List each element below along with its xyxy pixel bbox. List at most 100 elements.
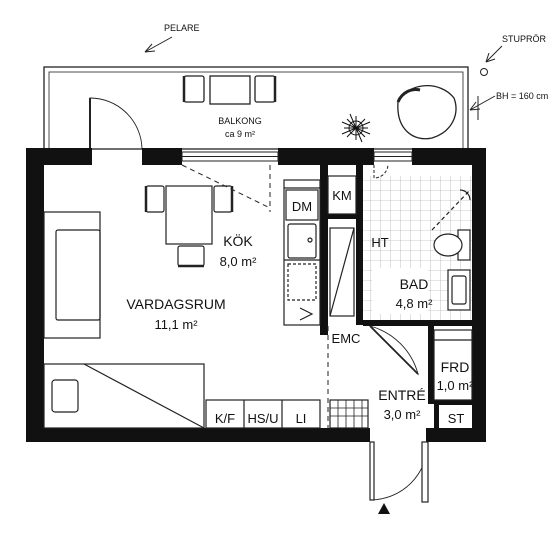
laundry-area — [327, 175, 357, 317]
balcony-table — [209, 75, 251, 105]
lounge-chair-shape — [397, 85, 457, 140]
entrance — [205, 325, 429, 503]
linen-label: LI — [296, 411, 307, 426]
wall-right — [472, 148, 486, 442]
window-swing-dashed — [181, 164, 271, 209]
kitchen-area: 8,0 m² — [220, 254, 258, 269]
front-door-swing — [369, 441, 429, 501]
living-area: 11,1 m² — [154, 317, 198, 332]
counter-end-cut — [299, 307, 314, 321]
hall-door-swing — [369, 325, 419, 376]
bed-blanket-fold — [83, 363, 205, 429]
wall-bottom-right — [426, 428, 486, 442]
wardrobe-label: HS/U — [247, 411, 278, 426]
balcony-slab-edge — [48, 71, 464, 150]
bathroom-door-swing — [373, 164, 389, 179]
living-room-furniture — [43, 165, 271, 429]
railing-height-label: BH = 160 cm — [496, 91, 548, 101]
entrance-area: 3,0 m² — [384, 407, 422, 422]
kitchen-furniture — [144, 164, 321, 326]
balcony — [43, 66, 488, 150]
sofa — [43, 211, 101, 339]
wall-top-right — [412, 148, 486, 165]
wall-bath-left — [356, 165, 363, 325]
exterior-walls — [26, 148, 486, 442]
pillar-arrow-head — [144, 43, 156, 53]
pillar-arrow — [144, 36, 173, 53]
railing-arrow — [469, 95, 496, 111]
living-name: VARDAGSRUM — [126, 296, 225, 312]
wall-stub-entry — [320, 325, 328, 335]
shoe-rack — [329, 399, 369, 429]
balcony-name: BALKONG — [218, 116, 262, 126]
storage-label: ST — [448, 411, 465, 426]
dishwasher-box — [285, 189, 319, 221]
kitchen-name: KÖK — [223, 232, 253, 249]
closet-inner — [433, 329, 473, 401]
stove — [287, 263, 317, 301]
balcony-lounge-chair — [396, 85, 457, 140]
chair-right — [213, 185, 233, 213]
sofa-seat — [55, 229, 101, 321]
interior-walls — [320, 165, 472, 428]
chair-bottom — [177, 245, 205, 267]
bathroom-name: BAD — [400, 276, 429, 292]
hall-door-leaf — [369, 325, 419, 375]
washer-label: KM — [332, 188, 352, 203]
wall-top-mid — [142, 148, 182, 165]
labels: PELARE STUPRÖR BH = 160 cm BALKONG ca 9 … — [126, 23, 548, 426]
balcony-area: ca 9 m² — [225, 129, 255, 139]
bathroom — [363, 164, 472, 320]
bathroom-shower-clear — [372, 268, 428, 314]
front-door-leaf — [369, 441, 375, 501]
wall-km-bottom — [328, 214, 356, 219]
downpipe-arrow-head — [485, 52, 496, 63]
drying-cabinet-label: HT — [371, 235, 388, 250]
annotation-arrows — [144, 36, 503, 120]
fridge-freezer-label: K/F — [215, 411, 235, 426]
washer-box — [327, 175, 357, 215]
balcony-outline — [43, 66, 469, 150]
downpipe-arrow — [485, 45, 503, 63]
downpipe-icon — [480, 68, 488, 76]
wall-bath-bottom — [363, 320, 472, 326]
balcony-chair-left — [183, 75, 205, 103]
balcony-chair-right — [254, 75, 276, 103]
wall-closet-left — [428, 326, 434, 404]
sink — [287, 223, 317, 259]
bathroom-area: 4,8 m² — [396, 296, 434, 311]
chair-left — [145, 185, 165, 213]
entrance-name: ENTRÉ — [378, 387, 425, 403]
wardrobe-row — [205, 399, 321, 429]
dishwasher-label: DM — [292, 199, 312, 214]
sink-drain — [307, 237, 313, 243]
downpipe-label: STUPRÖR — [502, 34, 547, 44]
balcony-door-swing — [89, 97, 143, 150]
bath-sink-basin — [451, 275, 467, 305]
toilet-bowl — [433, 233, 463, 257]
door-balcony-opening — [92, 152, 142, 161]
bed-pillow — [51, 379, 79, 413]
lounge-chair-back — [396, 88, 421, 103]
closet-name: FRD — [441, 359, 470, 375]
entrance-arrow-icon — [378, 503, 390, 514]
pillar-label: PELARE — [164, 23, 200, 33]
wall-st-top — [434, 400, 472, 405]
electrical-box-label: EMC — [332, 331, 361, 346]
windows — [92, 151, 413, 162]
wall-st-left — [434, 400, 439, 428]
closet — [433, 329, 473, 401]
balcony-plant — [341, 113, 371, 143]
drying-cabinet — [329, 227, 355, 317]
wall-kitchen-right — [320, 165, 328, 325]
wall-bottom-left — [26, 428, 370, 442]
dining-table — [165, 185, 213, 245]
kitchen-counter — [283, 179, 321, 326]
balcony-table-set — [182, 75, 277, 105]
wall-top-center — [278, 148, 374, 165]
shower-head-arc — [459, 189, 471, 201]
bed — [43, 363, 205, 429]
closet-area: 1,0 m² — [437, 378, 475, 393]
front-door-frame — [421, 441, 429, 503]
